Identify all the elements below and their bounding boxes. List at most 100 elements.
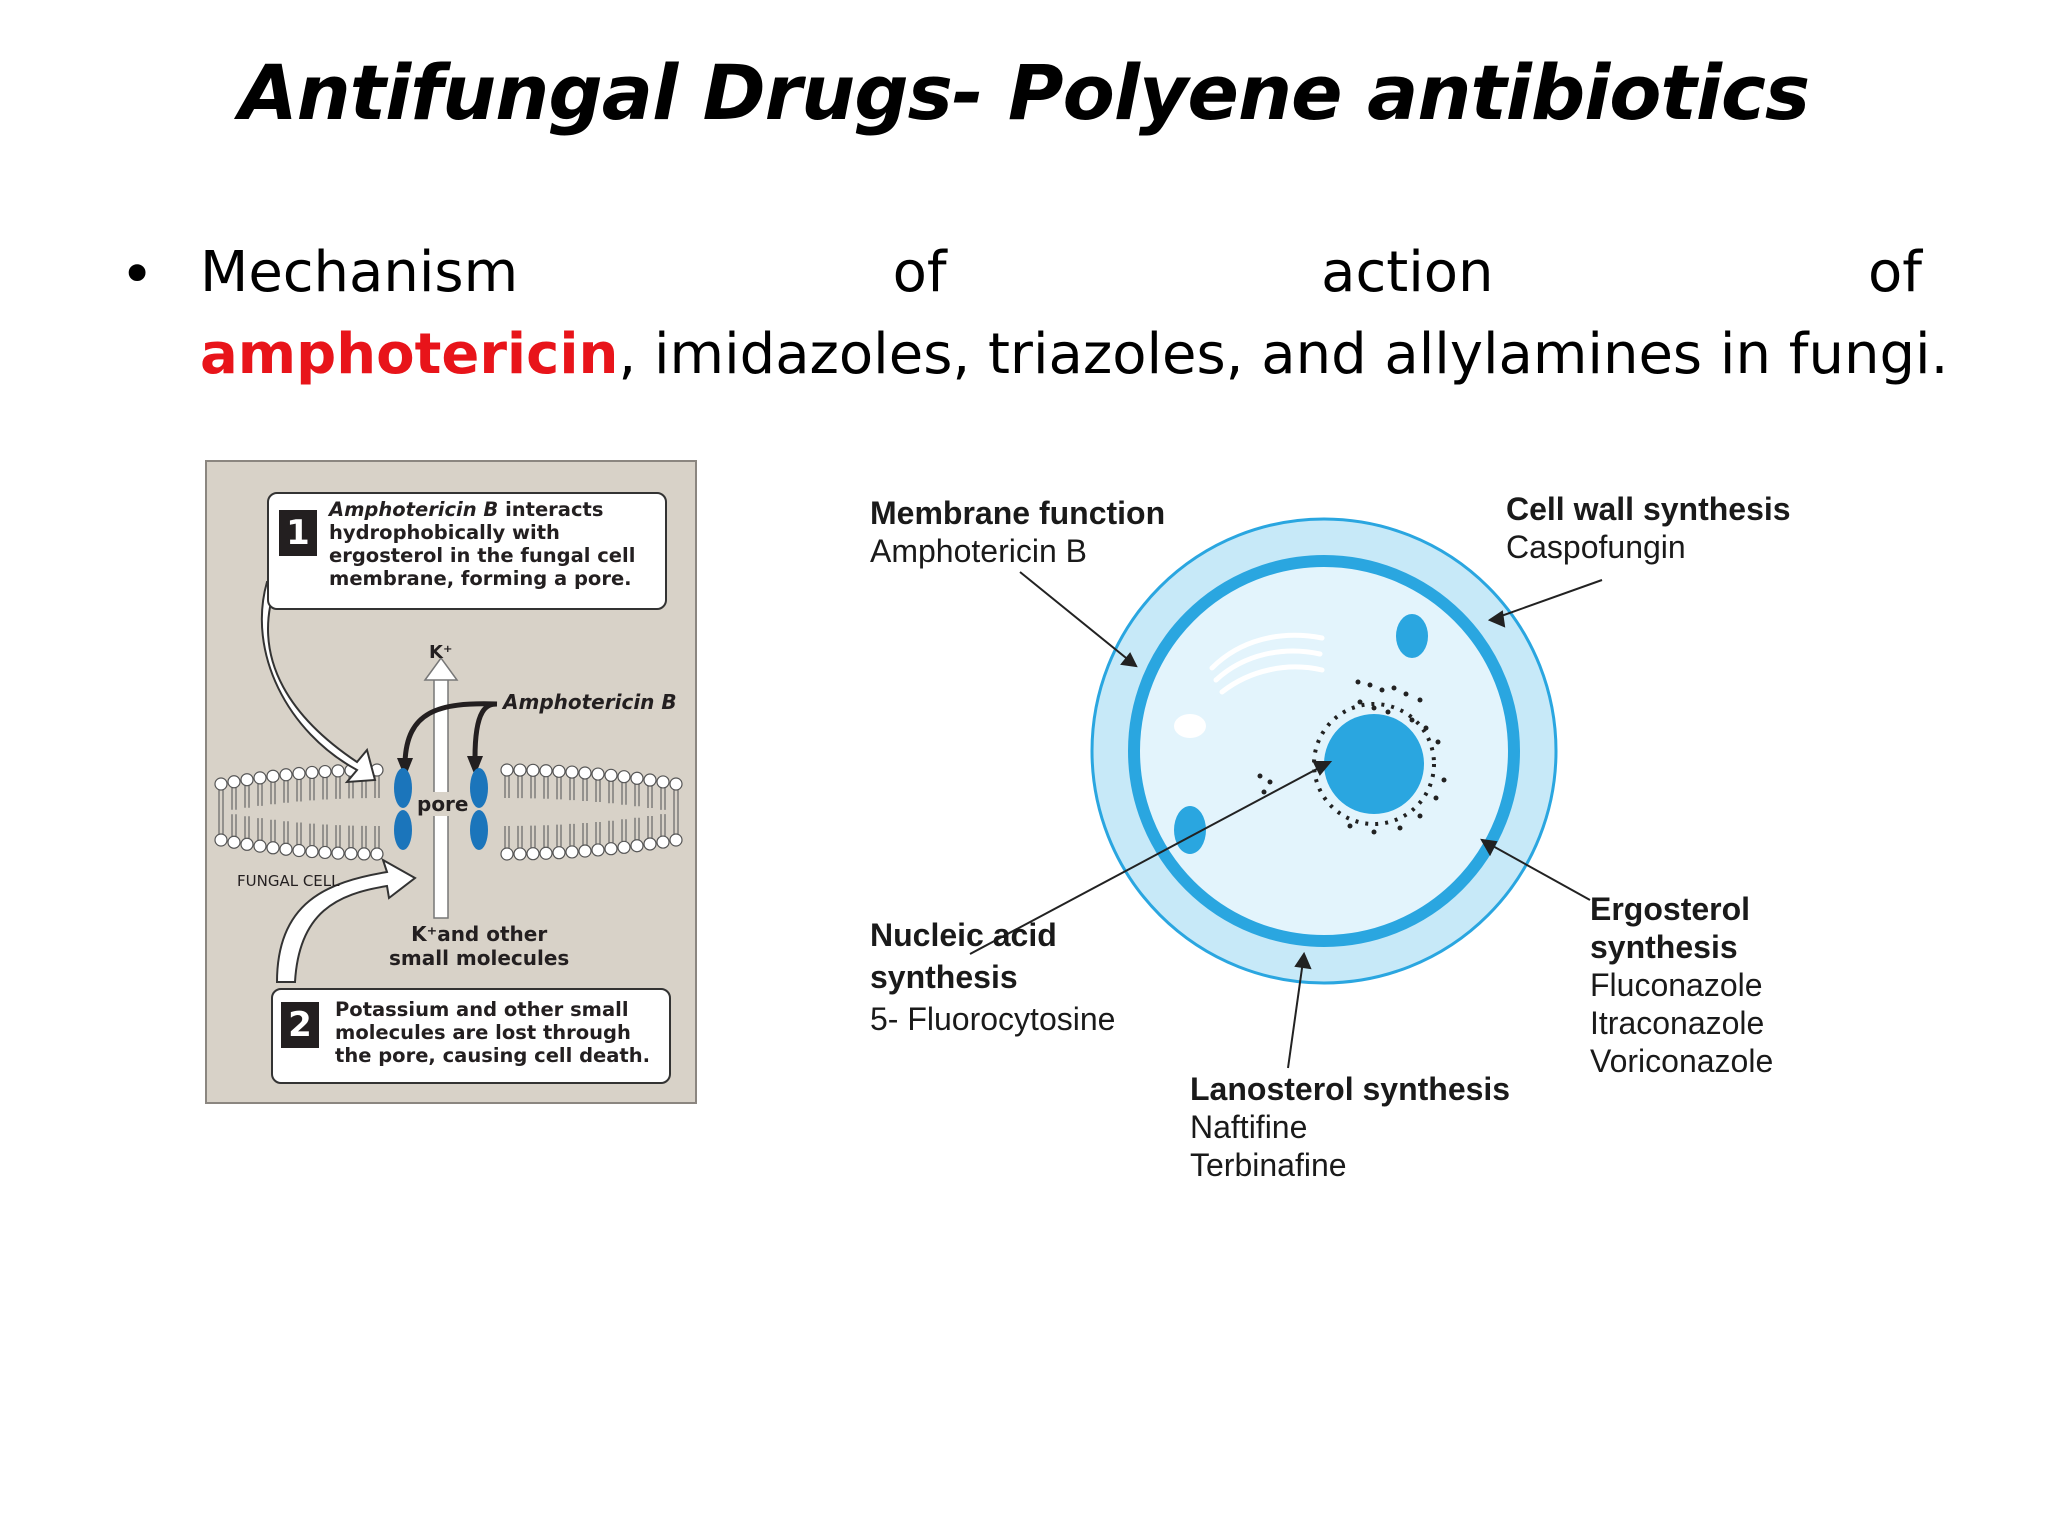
potassium-label-bottom: K⁺and other small molecules [389, 922, 569, 970]
pore-label: pore [415, 792, 471, 816]
callout-1-tail [260, 581, 377, 784]
amphotericin-label: Amphotericin B [503, 690, 677, 714]
lipid-tail [244, 816, 250, 839]
highlight-amphotericin: amphotericin [200, 322, 619, 387]
lipid-head [578, 844, 592, 858]
callout-1-line-4: membrane, forming a pore. [329, 567, 632, 590]
lanosterol-drug: Terbinafine [1190, 1147, 1347, 1183]
pore-molecule [394, 768, 412, 808]
callout-1: 1 Amphotericin B interacts hydrophobical… [267, 492, 667, 610]
lipid-tail [556, 777, 562, 800]
lipid-tail [348, 825, 354, 848]
nucleic-heading-1: Nucleic acid [870, 917, 1057, 953]
bullet-word: of [1868, 240, 1922, 305]
callout-2: 2 Potassium and other small molecules ar… [271, 988, 671, 1084]
lipid-head [604, 842, 618, 856]
lipid-head [227, 775, 241, 789]
nucleic-acid-label: Nucleic acid synthesis 5- Fluorocytosine [870, 914, 1115, 1040]
lipid-tail [231, 814, 237, 837]
drug-targets-figure: Membrane function Amphotericin B Cell wa… [860, 480, 1860, 1183]
cell-wall-heading: Cell wall synthesis [1506, 491, 1791, 527]
lipid-head [552, 764, 566, 778]
lipid-tail [218, 790, 224, 812]
lipid-tail [621, 782, 627, 805]
pointer-lines [969, 571, 1603, 1069]
callout-2-line-1: Potassium and other small [335, 998, 629, 1021]
lipid-head [318, 764, 332, 779]
potassium-label-line-1: K⁺and other [411, 922, 548, 946]
lipid-tail [335, 776, 341, 799]
step-number-2: 2 [281, 1002, 319, 1048]
lipid-head [331, 764, 345, 778]
lipid-tail [270, 819, 276, 842]
lipid-head [630, 771, 644, 785]
lipid-head [643, 773, 657, 787]
amphotericin-arrow-left [402, 701, 498, 763]
pore-molecule [470, 768, 488, 808]
lipid-head [227, 835, 241, 849]
lipid-tail [595, 780, 601, 803]
lipid-tail [621, 819, 627, 842]
nucleus [1324, 714, 1424, 814]
lipid-tail [218, 812, 224, 834]
ergosterol-drug: Fluconazole [1590, 967, 1763, 1003]
lipid-tail [647, 815, 653, 838]
lipid-tail [296, 822, 302, 845]
callout-1-text: Amphotericin B interacts hydrophobically… [329, 498, 635, 590]
lipid-tail [322, 777, 328, 800]
lipid-head [500, 763, 514, 777]
lipid-tail [517, 825, 523, 848]
cell-wall-outline [1090, 517, 1558, 985]
cell-wall-drug: Caspofungin [1506, 529, 1686, 565]
lipid-tail [517, 776, 523, 799]
lipid-tail [335, 825, 341, 848]
lipid-head [240, 837, 254, 851]
callout-2-tail [275, 857, 417, 983]
amphotericin-arrow-right [472, 701, 498, 759]
lipid-tail [374, 826, 380, 848]
bullet-line-2: amphotericin, imidazoles, triazoles, and… [200, 322, 1948, 387]
lipid-tail [647, 786, 653, 809]
lipid-tail [556, 824, 562, 847]
bullet-word: of [892, 240, 947, 305]
lipid-head [669, 777, 683, 791]
lanosterol-heading: Lanosterol synthesis [1190, 1071, 1511, 1107]
lipid-head [253, 771, 267, 785]
lipid-head [253, 839, 267, 853]
lipid-head [331, 846, 345, 860]
amphotericin-mechanism-figure: 1 Amphotericin B interacts hydrophobical… [205, 460, 697, 1104]
bullet-line-1: Mechanism of action of [200, 240, 1922, 305]
lipid-head [305, 765, 319, 780]
lipid-tail [504, 826, 510, 848]
membrane-heading: Membrane function [870, 495, 1166, 531]
lipid-tail [270, 782, 276, 805]
lipid-head [318, 845, 332, 860]
callout-1-line-1: interacts [498, 498, 604, 521]
lipid-head [305, 844, 319, 859]
lipid-head [266, 841, 280, 855]
lipid-head [526, 847, 540, 861]
ergosterol-heading-1: Ergosterol [1590, 891, 1751, 927]
arrow-head-icon [397, 758, 413, 778]
lipid-tail [660, 787, 666, 810]
lipid-tail [582, 778, 588, 801]
lipid-tail [530, 825, 536, 848]
cell-wall-label: Cell wall synthesis Caspofungin [1506, 490, 1791, 566]
lipid-head [292, 766, 306, 781]
lipid-head [513, 847, 527, 861]
callout-2-line-2: molecules are lost through [335, 1021, 631, 1044]
lipid-tail [296, 779, 302, 802]
lipid-head [630, 839, 644, 853]
lipid-head [643, 837, 657, 851]
potassium-label-line-2: small molecules [389, 946, 570, 970]
bullet-word: Mechanism [200, 240, 519, 305]
lipid-head [279, 842, 293, 856]
lipid-head [539, 846, 553, 860]
lanosterol-label: Lanosterol synthesis Naftifine Terbinafi… [1190, 1070, 1510, 1184]
callout-1-line-2: hydrophobically with [329, 521, 560, 544]
lipid-tail [309, 778, 315, 801]
lipid-head [604, 768, 618, 782]
lipid-head [578, 766, 592, 780]
nuclear-envelope [1312, 702, 1436, 826]
